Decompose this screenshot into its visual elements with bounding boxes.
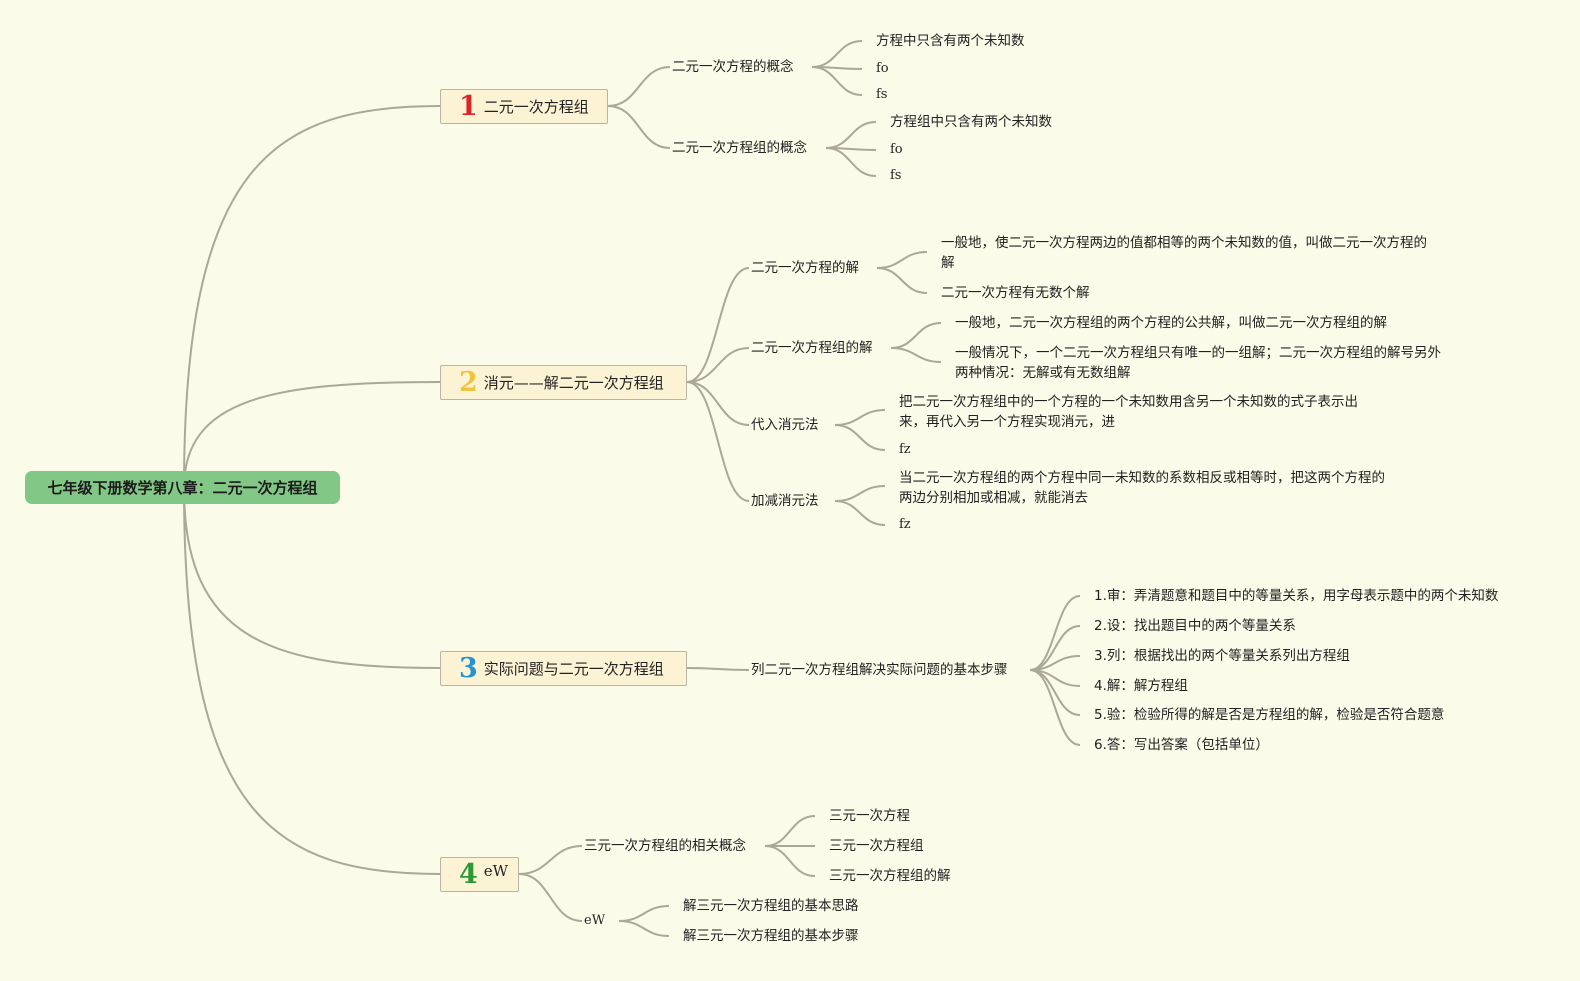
leaf-1-2-2[interactable]: fo (890, 142, 903, 157)
leaf-2-4-2[interactable]: fz (899, 517, 911, 532)
number-4-icon: 4 (459, 859, 478, 890)
link-sub-3-1-1 (1029, 595, 1081, 671)
link-sub-2-3-2 (834, 424, 886, 451)
link-sub-2-2-1 (890, 322, 942, 349)
subtopic-2-2[interactable]: 二元一次方程组的解 (751, 340, 873, 356)
subtopic-4-1[interactable]: 三元一次方程组的相关概念 (584, 838, 746, 854)
subtopic-2-1[interactable]: 二元一次方程的解 (751, 260, 859, 276)
link-sub-3-1-6 (1029, 669, 1081, 746)
leaf-2-2-1[interactable]: 一般地，二元一次方程组的两个方程的公共解，叫做二元一次方程组的解 (955, 315, 1387, 331)
subtopic-2-3[interactable]: 代入消元法 (751, 417, 819, 433)
link-root-topic-1 (183, 105, 441, 489)
link-topic-1-2 (607, 105, 671, 149)
leaf-3-1-4[interactable]: 4.解：解方程组 (1094, 678, 1188, 694)
topic-4-label: eW (483, 861, 509, 880)
link-sub-4-2-1 (618, 905, 670, 922)
topic-3[interactable]: 3 实际问题与二元一次方程组 (440, 651, 687, 686)
number-3-icon: 3 (459, 653, 478, 684)
topic-1[interactable]: 1 二元一次方程组 (440, 89, 608, 124)
link-sub-1-2-1 (825, 121, 877, 149)
number-2-icon: 2 (459, 367, 478, 398)
link-topic-2-4 (686, 381, 750, 502)
leaf-3-1-1[interactable]: 1.审：弄清题意和题目中的等量关系，用字母表示题中的两个未知数 (1094, 588, 1499, 604)
leaf-3-1-2[interactable]: 2.设：找出题目中的两个等量关系 (1094, 618, 1296, 634)
subtopic-1-1[interactable]: 二元一次方程的概念 (672, 59, 794, 75)
link-sub-2-4-1 (834, 485, 886, 502)
link-topic-3-1 (686, 667, 750, 671)
subtopic-4-2[interactable]: eW (584, 913, 606, 928)
link-sub-1-1-3 (811, 66, 863, 96)
leaf-2-3-2[interactable]: fz (899, 442, 911, 457)
link-topic-1-1 (607, 66, 671, 107)
leaf-3-1-6[interactable]: 6.答：写出答案（包括单位） (1094, 737, 1269, 753)
link-sub-1-1-1 (811, 40, 863, 68)
subtopic-3-1[interactable]: 列二元一次方程组解决实际问题的基本步骤 (751, 662, 1008, 678)
leaf-4-2-1[interactable]: 解三元一次方程组的基本思路 (683, 898, 859, 914)
leaf-4-2-2[interactable]: 解三元一次方程组的基本步骤 (683, 928, 859, 944)
link-sub-2-1-2 (876, 267, 928, 294)
number-1-icon: 1 (459, 91, 478, 122)
root-topic[interactable]: 七年级下册数学第八章：二元一次方程组 (25, 471, 340, 504)
leaf-1-1-3[interactable]: fs (876, 87, 888, 102)
subtopic-2-4[interactable]: 加减消元法 (751, 493, 819, 509)
leaf-2-2-2[interactable]: 一般情况下，一个二元一次方程组只有唯一的一组解；二元一次方程组的解号另外两种情况… (955, 345, 1441, 381)
link-sub-4-1-3 (764, 845, 816, 877)
topic-1-label: 二元一次方程组 (483, 98, 589, 116)
topic-2-label: 消元——解二元一次方程组 (483, 374, 664, 392)
leaf-4-1-1[interactable]: 三元一次方程 (829, 808, 910, 824)
link-sub-2-4-2 (834, 500, 886, 526)
link-sub-2-2-2 (890, 347, 942, 363)
link-topic-2-2 (686, 347, 750, 383)
leaf-2-1-2[interactable]: 二元一次方程有无数个解 (941, 285, 1090, 301)
leaf-1-2-1[interactable]: 方程组中只含有两个未知数 (890, 114, 1052, 130)
link-topic-4-2 (518, 873, 583, 922)
leaf-4-1-3[interactable]: 三元一次方程组的解 (829, 868, 951, 884)
link-topic-4-1 (518, 845, 583, 875)
topic-2[interactable]: 2 消元——解二元一次方程组 (440, 365, 687, 400)
link-root-topic-2 (183, 381, 441, 489)
link-root-topic-3 (183, 487, 441, 669)
topic-4[interactable]: 4 eW (440, 857, 519, 892)
leaf-1-1-1[interactable]: 方程中只含有两个未知数 (876, 33, 1025, 49)
leaf-2-3-1[interactable]: 把二元一次方程组中的一个方程的一个未知数用含另一个未知数的式子表示出来，再代入另… (899, 394, 1358, 430)
leaf-4-1-2[interactable]: 三元一次方程组 (829, 838, 924, 854)
link-sub-2-3-1 (834, 409, 886, 426)
link-topic-2-3 (686, 381, 750, 426)
link-sub-4-1-1 (764, 815, 816, 847)
leaf-2-1-1[interactable]: 一般地，使二元一次方程两边的值都相等的两个未知数的值，叫做二元一次方程的解 (941, 235, 1427, 271)
topic-3-label: 实际问题与二元一次方程组 (483, 660, 664, 678)
leaf-3-1-3[interactable]: 3.列：根据找出的两个等量关系列出方程组 (1094, 648, 1350, 664)
link-sub-1-2-3 (825, 147, 877, 177)
leaf-3-1-5[interactable]: 5.验：检验所得的解是否是方程组的解，检验是否符合题意 (1094, 707, 1445, 723)
leaf-1-1-2[interactable]: fo (876, 61, 889, 76)
link-sub-2-1-1 (876, 251, 928, 269)
link-sub-4-2-2 (618, 920, 670, 937)
link-root-topic-4 (183, 487, 441, 875)
subtopic-1-2[interactable]: 二元一次方程组的概念 (672, 140, 807, 156)
leaf-2-4-1[interactable]: 当二元一次方程组的两个方程中同一未知数的系数相反或相等时，把这两个方程的两边分别… (899, 470, 1385, 506)
link-topic-2-1 (686, 267, 750, 383)
leaf-1-2-3[interactable]: fs (890, 168, 902, 183)
